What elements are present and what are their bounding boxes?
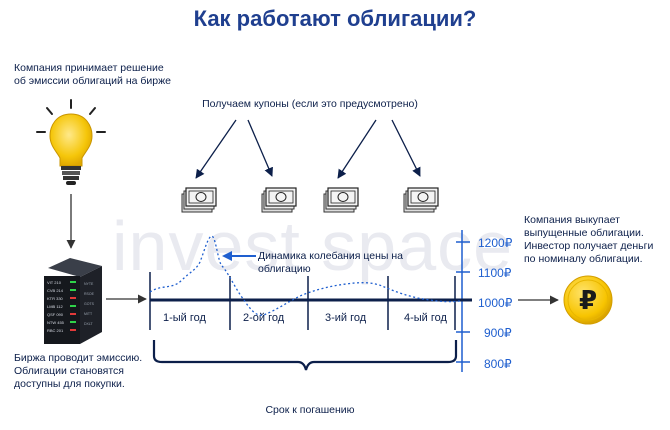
price-level-900: 900₽ [484,326,512,340]
price-level-1100: 1100₽ [478,266,512,280]
svg-text:KTR 330: KTR 330 [47,296,64,301]
maturity-bracket [152,340,458,371]
year-label-3: 3-ий год [325,312,367,324]
year-label-4: 4-ый год [404,312,447,324]
money-bill-icon [261,187,297,213]
svg-text:DXLT: DXLT [84,322,94,326]
svg-text:LMB 112: LMB 112 [47,304,63,309]
ruble-coin-icon: ₽ [563,275,613,325]
money-bill-icon [403,187,439,213]
page-title: Как работают облигации? [193,6,477,31]
svg-text:VIT 210: VIT 210 [47,280,62,285]
svg-text:MITT: MITT [84,312,93,316]
svg-text:QSF 090: QSF 090 [47,312,64,317]
company-decision-text: Компания принимает решение об эмиссии об… [14,62,171,87]
price-dynamics-label: Динамика колебания цены на облигацию [258,250,403,275]
svg-text:RSOE: RSOE [84,292,95,296]
price-level-1200: 1200₽ [478,236,513,250]
money-bill-icon [323,187,359,213]
money-bill-icon [181,187,217,213]
watermark: invest space [112,207,514,285]
year-dividers [149,272,456,330]
price-level-1000: 1000₽ [478,296,513,310]
svg-text:GOTS: GOTS [84,302,95,306]
svg-text:NTW 455: NTW 455 [47,320,65,325]
year-label-1: 1-ый год [163,312,206,324]
coupons-label: Получаем купоны (если это предусмотрено) [202,98,418,110]
svg-text:CVB 214: CVB 214 [47,288,64,293]
exchange-note: Биржа проводит эмиссию. Облигации станов… [14,352,143,390]
svg-text:NYTE: NYTE [84,282,94,286]
lightbulb-icon [36,99,106,185]
price-level-800: 800₽ [484,357,512,371]
maturity-label: Срок к погашению [265,404,355,416]
year-label-2: 2-ой год [243,312,285,324]
svg-text:₽: ₽ [579,285,597,315]
buyback-note: Компания выкупает выпущенные облигации. … [524,214,654,265]
svg-text:RBC 201: RBC 201 [47,328,64,333]
server-terminal-icon: VIT 210 CVB 214 KTR 330 LMB 112 QSF 090 … [44,258,102,344]
price-dynamics-curve [149,235,461,316]
